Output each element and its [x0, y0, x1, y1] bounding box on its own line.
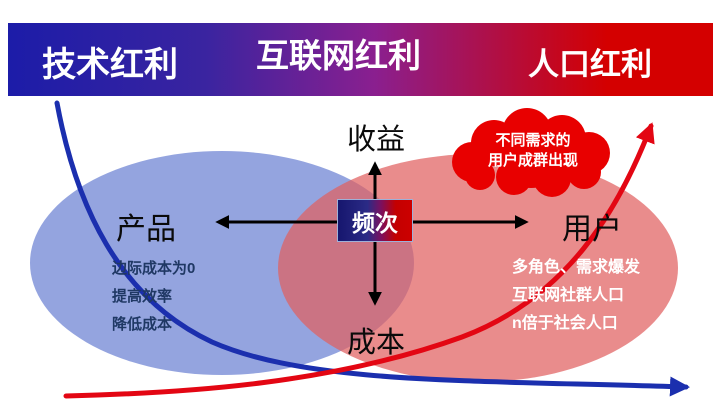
frequency-box: 频次	[337, 199, 413, 242]
declining-cost-curve	[54, 100, 690, 397]
user-point: 多角色、需求爆发	[512, 259, 641, 276]
product-label: 产品	[116, 213, 176, 246]
user-point: n倍于社会人口	[512, 315, 618, 332]
product-point: 降低成本	[112, 316, 173, 333]
cost-label: 成本	[346, 327, 405, 359]
banner-label-internet-dividend: 互联网红利	[256, 37, 421, 74]
revenue-label: 收益	[346, 124, 405, 156]
product-points: 边际成本为0 提高效率 降低成本	[112, 255, 195, 339]
rising-growth-curve	[63, 122, 655, 399]
user-point: 互联网社群人口	[512, 287, 625, 304]
user-label: 用户	[562, 213, 622, 246]
product-point: 提高效率	[112, 288, 173, 305]
banner-label-technology-dividend: 技术红利	[42, 46, 178, 84]
cloud-shape	[452, 108, 610, 197]
dividend-banner: 技术红利 互联网红利 人口红利	[8, 23, 713, 96]
banner-label-population-dividend: 人口红利	[528, 47, 652, 82]
product-point: 边际成本为0	[112, 260, 196, 277]
user-points: 多角色、需求爆发 互联网社群人口 n倍于社会人口	[512, 254, 640, 338]
cloud-text: 不同需求的 用户成群出现	[450, 131, 616, 171]
cloud-text-line2: 用户成群出现	[487, 152, 578, 169]
cloud-text-line1: 不同需求的	[495, 132, 571, 149]
